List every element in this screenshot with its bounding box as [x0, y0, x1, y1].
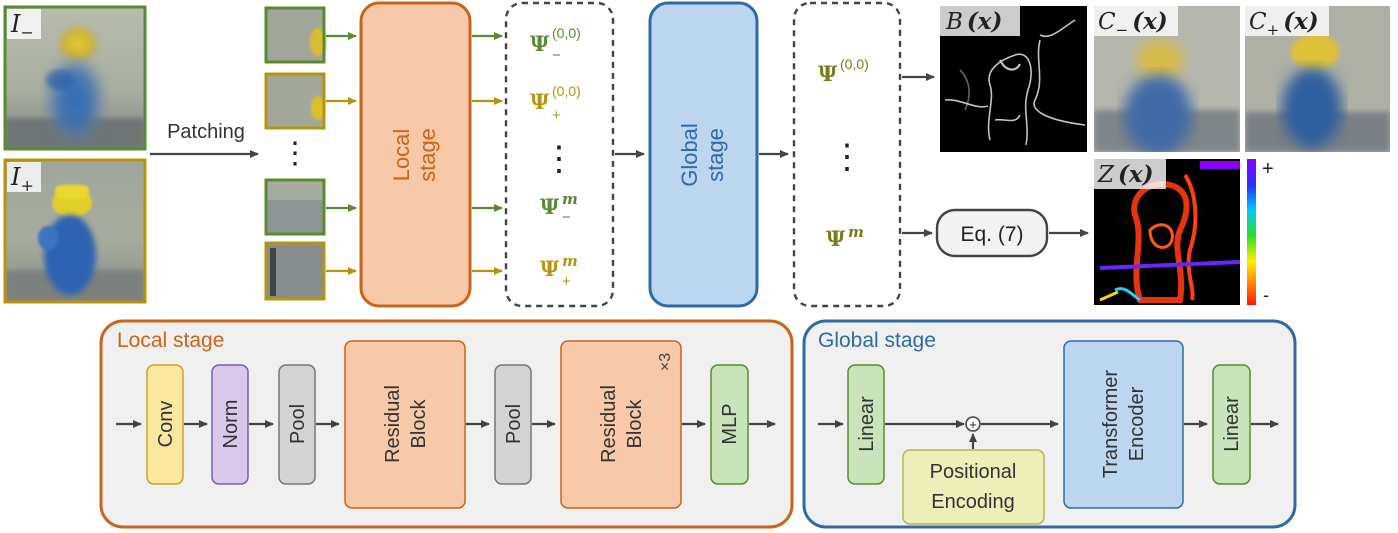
output-z-label: Z(x)	[1097, 161, 1153, 188]
transformer-encoder-block: Transformer Encoder	[1063, 340, 1184, 509]
output-b-label: B(x)	[945, 8, 1002, 35]
global-stage-block: Global stage	[648, 1, 759, 308]
svg-text:Pool: Pool	[503, 404, 525, 444]
colorbar-min-label: -	[1263, 285, 1269, 305]
global-panel-title: Global stage	[818, 329, 936, 352]
psi-plus-00: Ψ (0,0) +	[530, 83, 581, 124]
svg-text:Positional: Positional	[930, 461, 1017, 483]
svg-text:Ψ: Ψ	[540, 194, 560, 219]
positional-encoding-block: Positional Encoding	[902, 449, 1045, 525]
svg-text:Conv: Conv	[155, 401, 177, 448]
input-image-i-minus: I−	[3, 5, 147, 151]
global-stage-line2: stage	[703, 128, 728, 182]
psi-minus-00: Ψ (0,0) −	[530, 25, 581, 64]
patch-3	[264, 178, 326, 236]
global-stage-panel: Global stage Linear + Positional Encodin…	[802, 319, 1297, 529]
svg-text:m: m	[562, 252, 578, 270]
svg-text:Encoding: Encoding	[931, 491, 1014, 513]
svg-text:Pool: Pool	[287, 404, 309, 444]
norm-block: Norm	[211, 364, 249, 485]
svg-text:Ψ: Ψ	[826, 226, 846, 251]
svg-text:−: −	[562, 209, 571, 226]
patching-label: Patching	[167, 121, 245, 143]
output-b-image: B(x)	[940, 6, 1087, 152]
patch-stack: ⋮	[264, 6, 326, 301]
equation-label: Eq. (7)	[960, 223, 1023, 246]
local-stage-block: Local stage	[359, 1, 472, 308]
svg-text:Block: Block	[408, 399, 430, 449]
psi-output-m: Ψ m	[826, 223, 864, 251]
svg-text:m: m	[848, 223, 864, 241]
psi-output-00: Ψ (0,0)	[818, 56, 869, 86]
z-colorbar: + -	[1247, 158, 1274, 305]
mlp-block: MLP	[710, 364, 749, 485]
patch-1	[264, 6, 326, 64]
repeat-label: ×3	[657, 353, 674, 371]
svg-text:(0,0): (0,0)	[552, 25, 581, 41]
equation-7-box: Eq. (7)	[935, 208, 1049, 258]
i-plus-label: I+	[10, 163, 34, 195]
pool-block-1: Pool	[278, 364, 316, 485]
svg-text:Ψ: Ψ	[818, 61, 838, 86]
add-node: +	[965, 416, 981, 432]
residual-block-2: Residual Block ×3	[560, 340, 682, 509]
global-stage-line1: Global	[677, 123, 702, 187]
output-c-minus-label: C−(x)	[1098, 8, 1168, 39]
svg-text:Ψ: Ψ	[540, 256, 560, 281]
patch-2	[264, 72, 326, 130]
output-c-plus-label: C+(x)	[1249, 8, 1319, 39]
psi-plus-m: Ψ m +	[540, 252, 578, 290]
svg-text:+: +	[552, 107, 561, 124]
svg-text:m: m	[562, 190, 578, 208]
svg-text:Encoder: Encoder	[1126, 386, 1148, 461]
local-stage-line1: Local	[389, 129, 414, 182]
output-c-minus-image: C−(x)	[1094, 6, 1240, 152]
svg-text:Linear: Linear	[856, 396, 878, 452]
svg-text:Residual: Residual	[598, 385, 620, 463]
svg-text:(0,0): (0,0)	[552, 83, 581, 99]
pool-block-2: Pool	[494, 364, 532, 485]
local-panel-title: Local stage	[117, 329, 224, 352]
psi-features-box: Ψ (0,0) − Ψ (0,0) + ⋮ Ψ m − Ψ m +	[504, 1, 615, 308]
local-stage-line2: stage	[415, 128, 440, 182]
i-minus-label: I−	[10, 10, 34, 42]
svg-text:Block: Block	[624, 399, 646, 449]
linear-block-2: Linear	[1212, 364, 1251, 485]
linear-block-1: Linear	[847, 364, 885, 485]
local-stage-panel: Local stage Conv Norm Pool Residual Bloc…	[99, 319, 794, 529]
residual-block-1: Residual Block	[344, 340, 466, 509]
svg-text:+: +	[562, 273, 571, 290]
svg-text:+: +	[969, 417, 977, 432]
patch-ellipsis: ⋮	[280, 137, 310, 170]
colorbar-max-label: +	[1262, 158, 1274, 180]
svg-text:−: −	[552, 47, 561, 64]
svg-text:Residual: Residual	[382, 385, 404, 463]
patch-4	[264, 241, 326, 301]
psi-output-box: Ψ (0,0) ⋮ Ψ m	[792, 1, 902, 308]
input-image-i-plus: I+	[3, 158, 147, 304]
svg-text:MLP: MLP	[719, 403, 741, 444]
psi-ellipsis: ⋮	[542, 140, 576, 178]
psi-minus-m: Ψ m −	[540, 190, 578, 226]
output-z-image: Z(x)	[1094, 159, 1240, 305]
svg-text:Ψ: Ψ	[530, 31, 550, 56]
svg-text:Transformer: Transformer	[1100, 370, 1122, 479]
psi-output-ellipsis: ⋮	[830, 138, 864, 176]
output-c-plus-image: C+(x)	[1245, 6, 1390, 152]
svg-text:Ψ: Ψ	[530, 89, 550, 114]
conv-block: Conv	[146, 364, 184, 485]
svg-text:Linear: Linear	[1221, 396, 1243, 452]
svg-text:(0,0): (0,0)	[840, 56, 869, 72]
svg-text:Norm: Norm	[220, 400, 242, 449]
